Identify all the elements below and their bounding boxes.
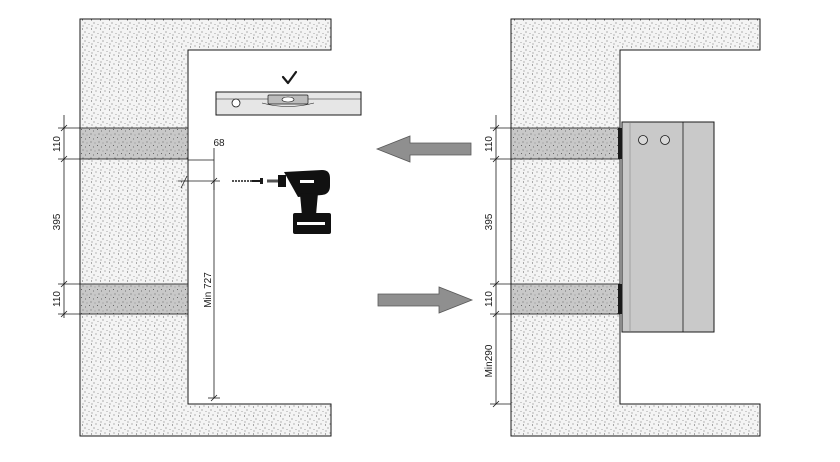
mounting-bracket-bottom xyxy=(618,284,622,314)
left-dim-min-height: Min 727 xyxy=(203,272,214,308)
screw-icon xyxy=(232,178,263,184)
mounted-unit xyxy=(618,121,715,333)
left-dim-gap: 395 xyxy=(52,213,63,230)
unit-pipe-connector-left xyxy=(638,135,648,145)
right-top-block-band xyxy=(510,127,621,160)
right-dim-min-floor: Min290 xyxy=(484,344,495,377)
left-wall-section xyxy=(79,18,332,437)
right-dim-gap: 395 xyxy=(484,213,495,230)
right-dim-bottom-band: 110 xyxy=(484,291,495,307)
cordless-drill-icon xyxy=(267,170,331,234)
mounting-bracket-top xyxy=(618,128,622,159)
left-dimension-chain xyxy=(58,115,80,318)
left-dim-bottom-band: 110 xyxy=(52,291,63,307)
arrow-right-icon xyxy=(377,286,474,314)
left-wall-shape xyxy=(79,18,332,437)
check-mark-icon xyxy=(281,70,298,85)
unit-body xyxy=(621,121,715,333)
right-bottom-block-band xyxy=(510,283,621,315)
right-wall-shape xyxy=(510,18,761,437)
left-top-block-band xyxy=(79,127,189,160)
unit-pipe-connector-right xyxy=(660,135,670,145)
left-bottom-block-band xyxy=(79,283,189,315)
arrow-left-icon xyxy=(375,135,472,163)
left-offset-dimension xyxy=(178,148,220,402)
spirit-level-icon xyxy=(215,91,362,116)
right-wall-section xyxy=(510,18,761,437)
right-dimension-chain xyxy=(490,115,511,408)
left-dim-top-band: 110 xyxy=(52,136,63,152)
left-dim-offset: 68 xyxy=(213,138,225,149)
right-dim-top-band: 110 xyxy=(484,136,495,152)
